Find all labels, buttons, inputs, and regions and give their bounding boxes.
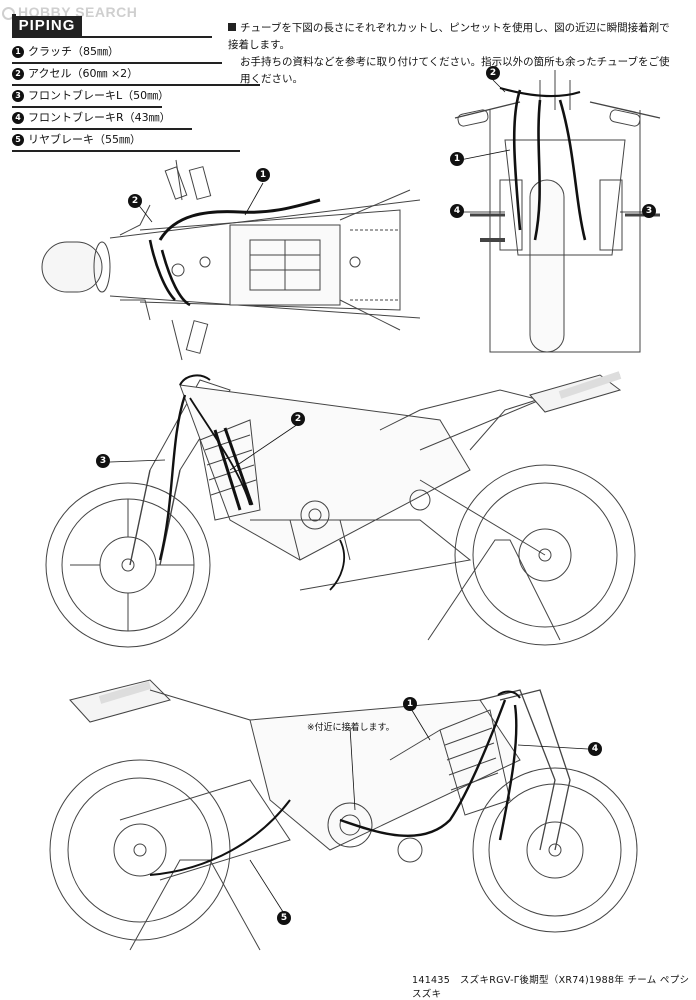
instruction-line-2: お手持ちの資料などを参考に取り付けてください。指示以外の箇所も余ったチューブをご… [240,56,670,85]
piece-1-length-bar [12,62,222,64]
callout-5-right-view: 5 [277,911,291,925]
piece-2-length-bar [12,84,260,86]
callout-1-right-view: 1 [403,697,417,711]
callout-2-left-view: 2 [291,412,305,426]
watermark-logo-icon [2,7,15,20]
callout-4-right-view: 4 [588,742,602,756]
page-title: PIPING [12,16,82,36]
front-view-diagram [454,70,661,353]
piece-4-length-bar [12,128,192,130]
callout-2-top-view: 2 [128,194,142,208]
attach-nearby-note: ※付近に接着します。 [307,723,395,733]
piece-5-length-bar [12,150,240,152]
bullet-square-icon [228,23,236,31]
callout-4-front-view: 4 [450,204,464,218]
callout-1-front-view: 1 [450,152,464,166]
piece-3-length-bar [12,106,162,108]
callout-3-left-view: 3 [96,454,110,468]
leader-lines [109,79,642,916]
header-rule [12,36,212,38]
instruction-note: チューブを下図の長さにそれぞれカットし、ピンセットを使用し、図の近辺に瞬間接着剤… [228,20,678,88]
callout-2-front-view: 2 [486,66,500,80]
left-side-view-diagram [45,371,636,648]
callout-1-top-view: 1 [256,168,270,182]
callout-3-front-view: 3 [642,204,656,218]
right-side-view-diagram [49,679,638,951]
top-view-diagram [41,159,421,361]
product-footer: 141435 スズキRGV-Γ後期型（XR74)1988年 チーム ペプシ スズ… [412,975,690,1000]
instruction-line-1: チューブを下図の長さにそれぞれカットし、ピンセットを使用し、図の近辺に瞬間接着剤… [228,22,670,51]
